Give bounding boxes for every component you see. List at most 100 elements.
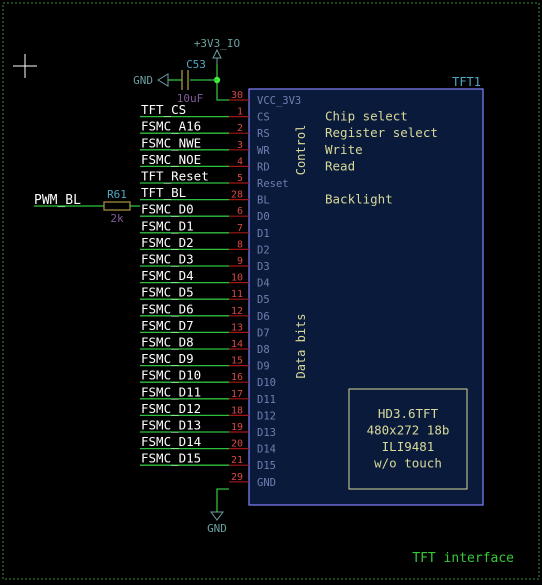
net-label[interactable]: FSMC_D13 — [141, 418, 201, 433]
pin-15[interactable]: 15 D9 FSMC_D9 — [140, 351, 270, 373]
pin-description: Read — [325, 158, 355, 173]
pin-8[interactable]: 8 D2 FSMC_D2 — [140, 235, 270, 257]
pin-30[interactable]: 30 VCC_3V3 — [229, 90, 301, 107]
info-line: HD3.6TFT — [378, 406, 439, 421]
net-label[interactable]: FSMC_D9 — [141, 351, 194, 366]
pin-name: D8 — [257, 344, 270, 356]
control-group-label: Control — [294, 125, 308, 176]
gnd-bottom-power-symbol[interactable]: GND — [207, 511, 227, 535]
pin-number: 30 — [231, 90, 243, 101]
net-label[interactable]: FSMC_A16 — [141, 119, 201, 134]
net-label[interactable]: FSMC_D11 — [141, 384, 201, 399]
pin-description: Backlight — [325, 192, 393, 207]
pin-name: D6 — [257, 311, 270, 323]
vcc-power-symbol[interactable]: +3V3_IO — [194, 37, 240, 64]
pin-number: 15 — [231, 356, 243, 367]
pin-number: 13 — [231, 322, 243, 333]
net-label[interactable]: FSMC_D10 — [141, 368, 201, 383]
pin-name: GND — [257, 477, 276, 489]
net-label[interactable]: FSMC_D15 — [141, 451, 201, 466]
pin-name: VCC_3V3 — [257, 95, 301, 107]
pin-name: D0 — [257, 211, 270, 223]
net-label[interactable]: TFT_BL — [141, 185, 186, 200]
net-label[interactable]: FSMC_D6 — [141, 301, 194, 316]
pin-12[interactable]: 12 D6 FSMC_D6 — [140, 301, 270, 323]
net-label[interactable]: FSMC_NWE — [141, 135, 201, 150]
pin-number: 16 — [231, 372, 243, 383]
capacitor-reference: C53 — [186, 58, 206, 71]
net-label[interactable]: FSMC_D2 — [141, 235, 194, 250]
pin-11[interactable]: 11 D5 FSMC_D5 — [140, 285, 270, 307]
pin-number: 8 — [237, 239, 243, 250]
gnd-left-icon — [157, 73, 169, 87]
capacitor-c53[interactable]: C53 10uF — [168, 58, 217, 105]
net-label[interactable]: FSMC_D3 — [141, 252, 194, 267]
info-line: ILI9481 — [382, 439, 435, 454]
pin-number: 17 — [231, 389, 243, 400]
net-label[interactable]: TFT_CS — [141, 102, 186, 117]
pin-name: D2 — [257, 244, 270, 256]
pin-name: CS — [257, 112, 270, 124]
net-label[interactable]: TFT_Reset — [141, 169, 209, 184]
gnd-wire — [216, 488, 229, 512]
pin-description: Chip select — [325, 109, 408, 124]
gnd-left-power-symbol[interactable]: GND — [133, 73, 169, 87]
net-label[interactable]: FSMC_D1 — [141, 218, 194, 233]
sheet-title: TFT interface — [412, 551, 514, 566]
net-label[interactable]: FSMC_NOE — [141, 152, 201, 167]
pin-13[interactable]: 13 D7 FSMC_D7 — [140, 318, 270, 340]
pin-number: 6 — [237, 206, 243, 217]
crosshair-cursor-icon — [13, 54, 37, 78]
pin-number: 9 — [237, 256, 243, 267]
net-label[interactable]: FSMC_D12 — [141, 401, 201, 416]
data-bits-group-label: Data bits — [294, 313, 308, 378]
pin-name: BL — [257, 195, 270, 207]
resistor-value: 2k — [110, 212, 124, 225]
pin-16[interactable]: 16 D10 FSMC_D10 — [140, 368, 276, 390]
net-label[interactable]: FSMC_D8 — [141, 335, 194, 350]
pin-number: 7 — [237, 223, 243, 234]
pin-number: 12 — [231, 306, 243, 317]
component-body[interactable] — [248, 88, 484, 506]
gnd-left-label: GND — [133, 74, 153, 87]
pin-number: 4 — [237, 156, 243, 167]
net-label[interactable]: FSMC_D14 — [141, 434, 201, 449]
pin-name: D7 — [257, 327, 270, 339]
resistor-r61[interactable]: PWM_BL R61 2k — [34, 188, 140, 225]
pin-number: 21 — [231, 455, 243, 466]
pin-name: Reset — [257, 178, 289, 190]
net-label[interactable]: FSMC_D0 — [141, 202, 194, 217]
pin-name: D12 — [257, 410, 276, 422]
pin-number: 3 — [237, 140, 243, 151]
net-label[interactable]: FSMC_D7 — [141, 318, 194, 333]
capacitor-value: 10uF — [177, 92, 204, 105]
gnd-bottom-icon — [210, 511, 224, 521]
pin-6[interactable]: 6 D0 FSMC_D0 — [140, 202, 270, 224]
pin-number: 11 — [231, 289, 243, 300]
net-label[interactable]: FSMC_D5 — [141, 285, 194, 300]
pin-name: D5 — [257, 294, 270, 306]
pin-name: D10 — [257, 377, 276, 389]
net-label[interactable]: FSMC_D4 — [141, 268, 194, 283]
pin-18[interactable]: 18 D12 FSMC_D12 — [140, 401, 276, 423]
pin-number: 18 — [231, 405, 243, 416]
info-box — [348, 388, 468, 490]
pin-name: D9 — [257, 361, 270, 373]
